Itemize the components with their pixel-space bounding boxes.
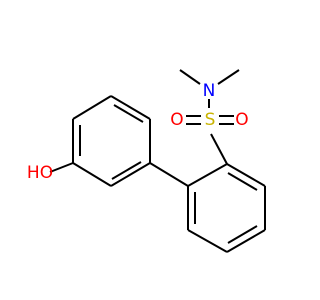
bond: [110, 95, 151, 120]
sulfur-label: S: [205, 110, 216, 130]
structure-canvas: HO S N O O: [26, 69, 266, 253]
bond: [187, 229, 228, 253]
double-bond-inner: [111, 161, 142, 180]
phenol-ring: [72, 95, 151, 187]
bond: [72, 162, 112, 187]
bond: [187, 163, 228, 187]
bond: [110, 162, 151, 187]
hydroxyl-label: HO: [27, 163, 53, 183]
sulfonyl-oxygen-left-label: O: [170, 110, 183, 130]
methyl-bond: [217, 69, 240, 85]
molecule-diagram: HO S N O O: [27, 69, 266, 253]
bond: [226, 163, 266, 187]
benzene-ring: [187, 163, 266, 253]
double-bond-inner: [227, 172, 258, 191]
bond: [72, 95, 112, 120]
biaryl-bond: [149, 162, 189, 187]
double-bond-inner: [227, 225, 258, 244]
carbon-sulfur-bond: [210, 133, 228, 165]
hydroxyl-bond: [49, 162, 74, 173]
sulfonyl-oxygen-right-label: O: [235, 110, 248, 130]
methyl-bond: [179, 69, 201, 85]
nitrogen-label: N: [203, 81, 216, 101]
double-bond-inner: [113, 104, 144, 123]
bond: [226, 229, 266, 253]
sulfonyl-double-bonds: [186, 115, 234, 125]
